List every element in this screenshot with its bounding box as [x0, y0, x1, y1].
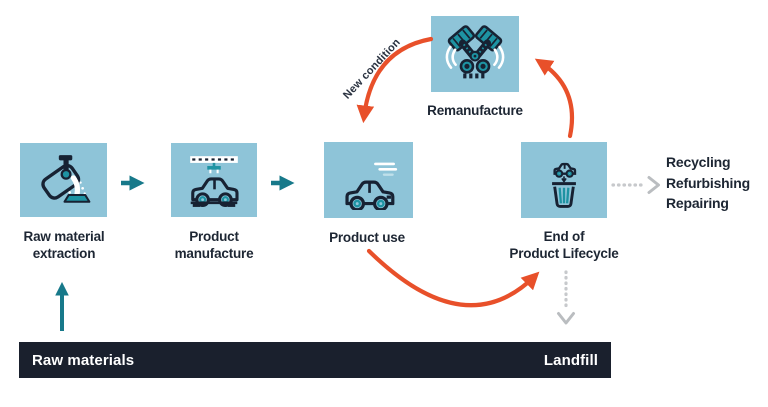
- label-line: Product use: [329, 230, 405, 245]
- driving-car-icon: [344, 162, 397, 210]
- recovery-options-list: Recycling Refurbishing Repairing: [666, 152, 766, 214]
- cylinder-head-right: [474, 25, 503, 52]
- stage-label-product-use: Product use: [304, 230, 430, 247]
- stage-label-remanufacture: Remanufacture: [410, 103, 540, 120]
- engine-icon: [445, 25, 505, 79]
- arrow-endoflife-to-remanufacture: [534, 58, 575, 139]
- bottom-bar-landfill-label: Landfill: [543, 351, 598, 369]
- label-line: Product: [189, 229, 239, 244]
- stage-box-raw-material-extraction: [20, 143, 107, 217]
- car-body: [344, 180, 394, 210]
- stage-label-raw-material-extraction: Raw material extraction: [1, 229, 127, 262]
- label-line: Product Lifecycle: [509, 245, 619, 261]
- assembly-line-car-icon: [190, 156, 239, 208]
- label-line: Raw material: [23, 229, 105, 244]
- label-line: End of: [543, 229, 585, 244]
- recovery-option-refurbishing: Refurbishing: [666, 174, 750, 191]
- stage-box-product-manufacture: [171, 143, 257, 217]
- stage-box-end-of-product-lifecycle: [521, 142, 607, 218]
- recovery-option-recycling: Recycling: [666, 154, 731, 170]
- dotted-arrowhead-right: [647, 176, 660, 194]
- label-line: Remanufacture: [427, 103, 523, 118]
- stage-label-product-manufacture: Product manufacture: [151, 229, 277, 262]
- label-line: manufacture: [174, 245, 254, 261]
- stage-box-remanufacture: [431, 16, 519, 92]
- dotted-arrowhead-down: [557, 312, 575, 325]
- stage-box-product-use: [324, 142, 413, 218]
- ladle-pour-icon: [40, 155, 90, 203]
- small-car: [553, 162, 577, 178]
- recovery-option-repairing: Repairing: [666, 195, 729, 211]
- bottom-bar-raw-materials-label: Raw materials: [32, 351, 135, 369]
- label-line: extraction: [32, 245, 96, 261]
- stage-label-end-of-product-lifecycle: End of Product Lifecycle: [494, 229, 634, 262]
- bottom-bar: Raw materials Landfill: [19, 342, 611, 378]
- car-trash-bin-icon: [552, 162, 577, 208]
- new-condition-flow-label: New condition: [341, 36, 403, 102]
- ladle-bucket: [40, 163, 80, 200]
